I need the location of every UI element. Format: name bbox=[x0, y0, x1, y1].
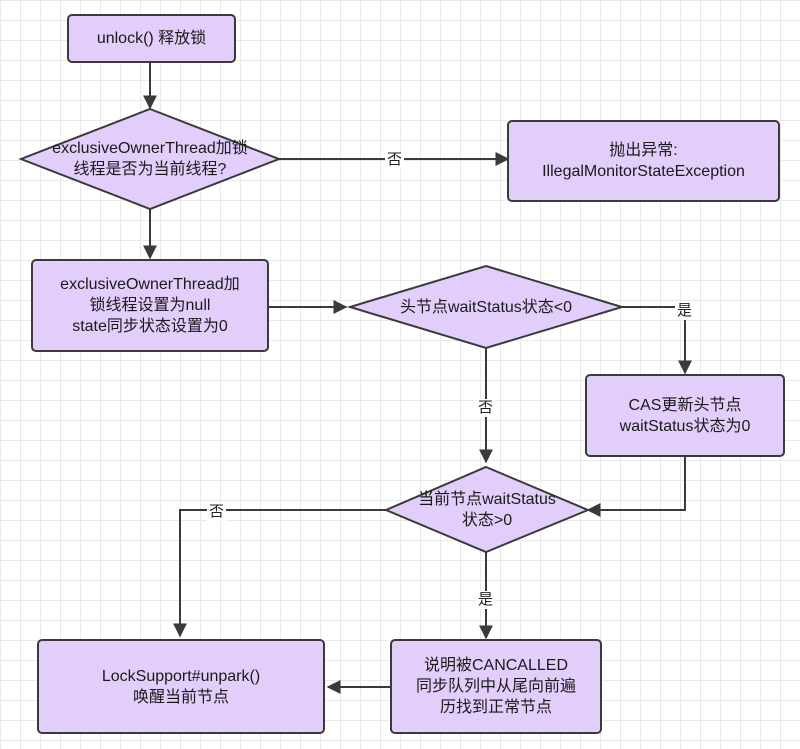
node-label-line: 当前节点waitStatus bbox=[418, 490, 556, 508]
cas-update-label: CAS更新头节点 waitStatus状态为0 bbox=[586, 375, 784, 456]
node-label-line: LockSupport#unpark() bbox=[101, 667, 261, 685]
node-label-line: 说明被CANCALLED bbox=[423, 657, 569, 674]
node-label-line: 同步队列中从尾向前遍 bbox=[415, 678, 576, 695]
throw-exception-node bbox=[507, 120, 780, 202]
node-label-line: 状态>0 bbox=[461, 511, 513, 529]
node-label-line: waitStatus状态为0 bbox=[619, 417, 751, 435]
check-current-decision bbox=[383, 465, 591, 554]
check-head-decision bbox=[346, 264, 626, 350]
node-label-line: 唤醒当前节点 bbox=[132, 688, 229, 706]
node-label-line: 历找到正常节点 bbox=[439, 699, 552, 716]
edge-label-head-yes: 是 bbox=[675, 302, 695, 320]
node-label-line: 头节点waitStatus状态<0 bbox=[399, 298, 573, 316]
node-label-line: unlock() 释放锁 bbox=[96, 30, 207, 47]
edge-label-head-no: 否 bbox=[476, 399, 496, 417]
edge-label-owner-no: 否 bbox=[385, 151, 405, 169]
node-label-line: 线程是否为当前线程? bbox=[73, 161, 227, 178]
node-label-line: exclusiveOwnerThread加锁 bbox=[52, 140, 248, 157]
node-label-line: 抛出异常: bbox=[609, 142, 678, 159]
node-label-line: 锁线程设置为null bbox=[89, 297, 211, 314]
start-label: unlock() 释放锁 bbox=[68, 15, 235, 62]
cas-update-node bbox=[585, 374, 785, 457]
node-label-line: exclusiveOwnerThread加 bbox=[60, 276, 240, 293]
node-label-line: IllegalMonitorStateException bbox=[542, 163, 745, 180]
traverse-label: 说明被CANCALLED 同步队列中从尾向前遍历找到正常节点 bbox=[391, 640, 601, 733]
edge-cas-to-check-current bbox=[586, 456, 686, 517]
throw-exception-label: 抛出异常: IllegalMonitorStateException bbox=[508, 121, 779, 201]
check-head-label: 头节点waitStatus状态<0 bbox=[350, 266, 622, 348]
unpark-label: LockSupport#unpark() 唤醒当前节点 bbox=[38, 640, 324, 733]
check-current-label: 当前节点waitStatus 状态>0 bbox=[386, 467, 588, 552]
check-owner-decision bbox=[18, 107, 282, 211]
reset-state-node bbox=[31, 259, 269, 352]
reset-state-label: exclusiveOwnerThread加锁线程设置为null state同步状态… bbox=[32, 260, 268, 351]
node-label-line: CAS更新头节点 bbox=[628, 396, 742, 414]
start-node bbox=[67, 14, 236, 63]
edge-label-current-no: 否 bbox=[207, 503, 227, 521]
traverse-node bbox=[390, 639, 602, 734]
node-label-line: state同步状态设置为0 bbox=[72, 318, 228, 335]
edge-check-current-to-unpark bbox=[173, 509, 386, 638]
check-owner-label: exclusiveOwnerThread加锁线程是否为当前线程? bbox=[21, 109, 279, 209]
edge-label-current-yes: 是 bbox=[476, 591, 496, 609]
unpark-node bbox=[37, 639, 325, 734]
